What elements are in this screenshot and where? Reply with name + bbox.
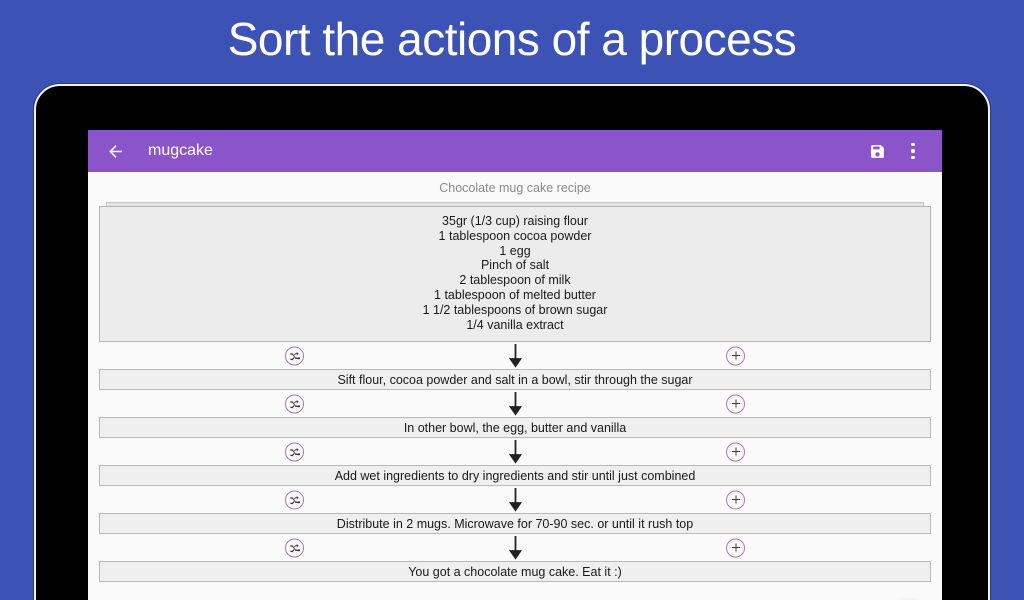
plus-circle-icon[interactable] (726, 346, 745, 366)
step-connector (99, 438, 931, 465)
ingredient-line: 35gr (1/3 cup) raising flour (442, 214, 588, 228)
plus-circle-icon[interactable] (726, 394, 745, 414)
ingredient-line: 2 tablespoon of milk (459, 273, 571, 288)
step-connector (99, 534, 931, 561)
plus-circle-icon[interactable] (726, 538, 745, 558)
shuffle-icon[interactable] (285, 442, 304, 462)
ingredients-card[interactable]: 35gr (1/3 cup) raising flour 1 tablespoo… (99, 206, 931, 343)
step-connector (99, 342, 931, 369)
shuffle-icon[interactable] (285, 346, 304, 366)
plus-circle-icon[interactable] (726, 490, 745, 510)
back-arrow-icon[interactable] (100, 136, 130, 166)
ingredient-line: 1 1/2 tablespoons of brown sugar (422, 302, 608, 317)
step-row[interactable]: You got a chocolate mug cake. Eat it :) (99, 561, 931, 583)
card-stack-shoulder (106, 202, 924, 206)
shuffle-icon[interactable] (285, 490, 304, 510)
promo-headline: Sort the actions of a process (227, 13, 797, 65)
app-bar: mugcake (88, 130, 942, 172)
device-screen: mugcake Chocolate mug cake recipe (88, 130, 942, 600)
ingredient-line: Pinch of salt (480, 258, 550, 273)
step-row[interactable]: Sift flour, cocoa powder and salt in a b… (99, 369, 931, 391)
plus-circle-icon[interactable] (726, 442, 745, 462)
arrow-down-icon (508, 343, 522, 369)
step-connector (99, 390, 931, 417)
arrow-down-icon (508, 439, 522, 465)
arrow-down-icon (508, 391, 522, 417)
shuffle-icon[interactable] (285, 538, 304, 558)
ingredient-line: 1 tablespoon of melted butter (434, 287, 596, 302)
recipe-content: Chocolate mug cake recipe 35gr (1/3 cup)… (88, 172, 942, 600)
ingredient-line: 1 egg (499, 243, 531, 258)
more-vertical-icon[interactable] (898, 136, 928, 166)
save-floppy-icon[interactable] (862, 136, 892, 166)
step-row[interactable]: Distribute in 2 mugs. Microwave for 70-9… (99, 513, 931, 535)
arrow-down-icon (508, 487, 522, 513)
arrow-down-icon (508, 535, 522, 561)
step-row[interactable]: In other bowl, the egg, butter and vanil… (99, 417, 931, 439)
app-bar-title: mugcake (148, 142, 213, 159)
ingredient-line: 1 tablespoon cocoa powder (438, 228, 592, 243)
shuffle-icon[interactable] (285, 394, 304, 414)
tablet-device-frame: mugcake Chocolate mug cake recipe (34, 84, 990, 600)
step-row[interactable]: Add wet ingredients to dry ingredients a… (99, 465, 931, 487)
ingredient-line: 1/4 vanilla extract (466, 317, 564, 332)
step-connector (99, 486, 931, 513)
recipe-title: Chocolate mug cake recipe (439, 181, 591, 195)
